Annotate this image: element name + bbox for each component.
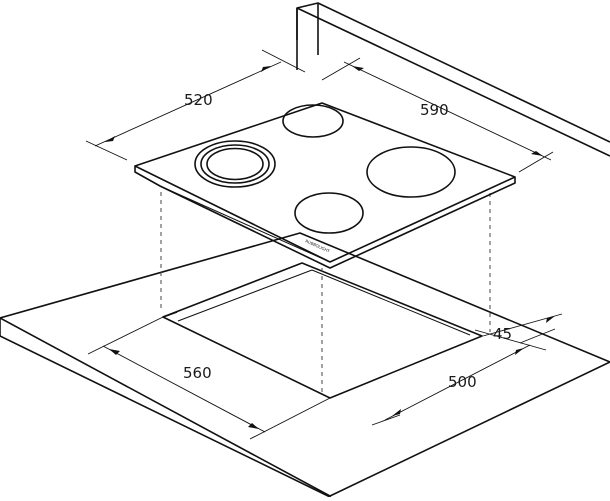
dimension-label-500: 500 (448, 373, 477, 391)
worktop-cutout (162, 262, 483, 399)
dimension-label-520: 520 (184, 91, 213, 109)
projection-lines (160, 192, 491, 394)
dimension-hob-depth: 520 (85, 49, 306, 161)
front-zone (294, 192, 364, 234)
dimension-cutout-width: 560 (87, 316, 331, 440)
rear-zone (282, 104, 344, 138)
dimension-label-45: 45 (493, 325, 512, 343)
hob-plate (134, 102, 516, 269)
dimension-label-590: 590 (420, 101, 449, 119)
dual-ring-zone-outer (194, 140, 276, 188)
dual-ring-zone-inner (206, 147, 264, 181)
dimension-hob-width: 590 (321, 57, 554, 173)
dimension-cutout-depth: 500 (371, 329, 547, 426)
dual-ring-zone-middle (200, 144, 270, 184)
back-wall (296, 2, 610, 157)
right-zone (366, 146, 456, 198)
cooking-zones (194, 104, 456, 234)
dimension-edge-clearance: 45 (482, 313, 563, 344)
dimension-label-560: 560 (183, 364, 212, 382)
